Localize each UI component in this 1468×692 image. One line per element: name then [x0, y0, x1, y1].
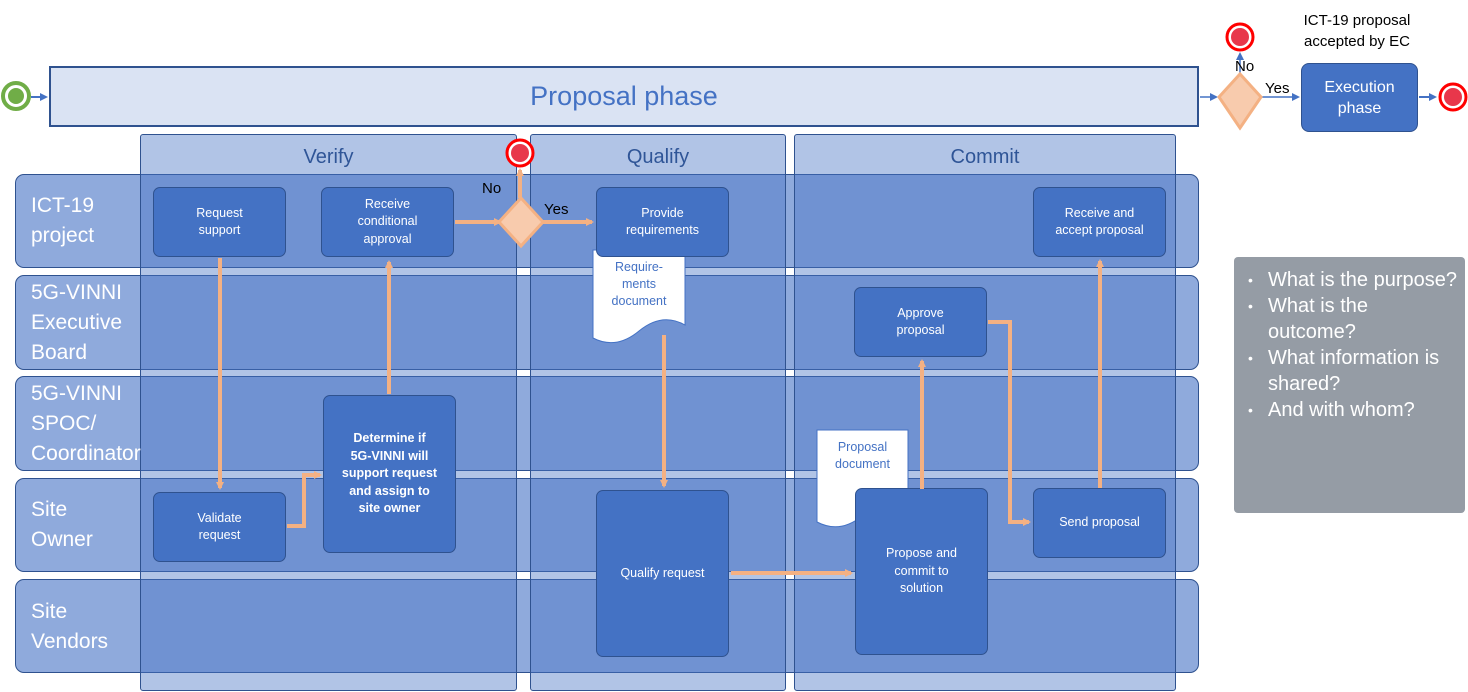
column-title-qualify: Qualify	[626, 146, 690, 168]
requirements-document-label: Require- ments document	[611, 260, 667, 308]
end-event-final	[1438, 82, 1468, 112]
end-event-final-inner	[1444, 88, 1462, 106]
end-event-rejected	[1225, 22, 1255, 52]
question-item: What is the outcome?	[1248, 293, 1457, 345]
lane-label-executive-board: 5G-VINNI Executive Board	[31, 281, 123, 364]
task-qualify-request[interactable]: Qualify request	[596, 490, 729, 657]
gate-yes-label: Yes	[1265, 80, 1290, 97]
proposal-phase-title: Proposal phase	[530, 81, 718, 111]
proposal-phase-bar: Proposal phase	[49, 66, 1199, 127]
task-validate-request[interactable]: Validate request	[153, 492, 286, 562]
gate-caption: ICT-19 proposal accepted by EC	[1303, 12, 1411, 50]
task-determine-support[interactable]: Determine if 5G-VINNI will support reque…	[323, 395, 456, 553]
execution-phase-box[interactable]: Execution phase	[1301, 63, 1418, 132]
question-item: What is the purpose?	[1248, 267, 1457, 293]
decision-no-label: No	[482, 180, 502, 197]
lane-label-site-owner: Site Owner	[31, 498, 93, 551]
lane-label-ict19: ICT-19 project	[31, 194, 95, 247]
task-propose-commit-label: Propose and commit to solution	[886, 546, 957, 596]
task-propose-commit[interactable]: Propose and commit to solution	[855, 488, 988, 655]
start-event	[1, 81, 31, 111]
lane-label-spoc: 5G-VINNI SPOC/ Coordinator	[31, 382, 141, 465]
questions-box: What is the purpose? What is the outcome…	[1234, 257, 1465, 513]
task-receive-accept-proposal[interactable]: Receive and accept proposal	[1033, 187, 1166, 257]
question-item: And with whom?	[1248, 397, 1457, 423]
gate-no-label: No	[1235, 58, 1255, 75]
column-title-commit: Commit	[950, 146, 1020, 168]
proposal-document-label: Proposal document	[835, 440, 890, 471]
task-send-proposal[interactable]: Send proposal	[1033, 488, 1166, 558]
column-title-verify: Verify	[303, 146, 354, 168]
acceptance-gateway	[1217, 71, 1263, 131]
start-event-inner	[8, 88, 24, 104]
decision-yes-label: Yes	[544, 201, 569, 218]
lane-label-site-vendors: Site Vendors	[31, 600, 109, 653]
task-approve-proposal[interactable]: Approve proposal	[854, 287, 987, 357]
task-request-support[interactable]: Request support	[153, 187, 286, 257]
question-item: What information is shared?	[1248, 345, 1457, 397]
task-provide-requirements[interactable]: Provide requirements	[596, 187, 729, 257]
task-receive-conditional-approval[interactable]: Receive conditional approval	[321, 187, 454, 257]
end-event-rejected-inner	[1231, 28, 1249, 46]
